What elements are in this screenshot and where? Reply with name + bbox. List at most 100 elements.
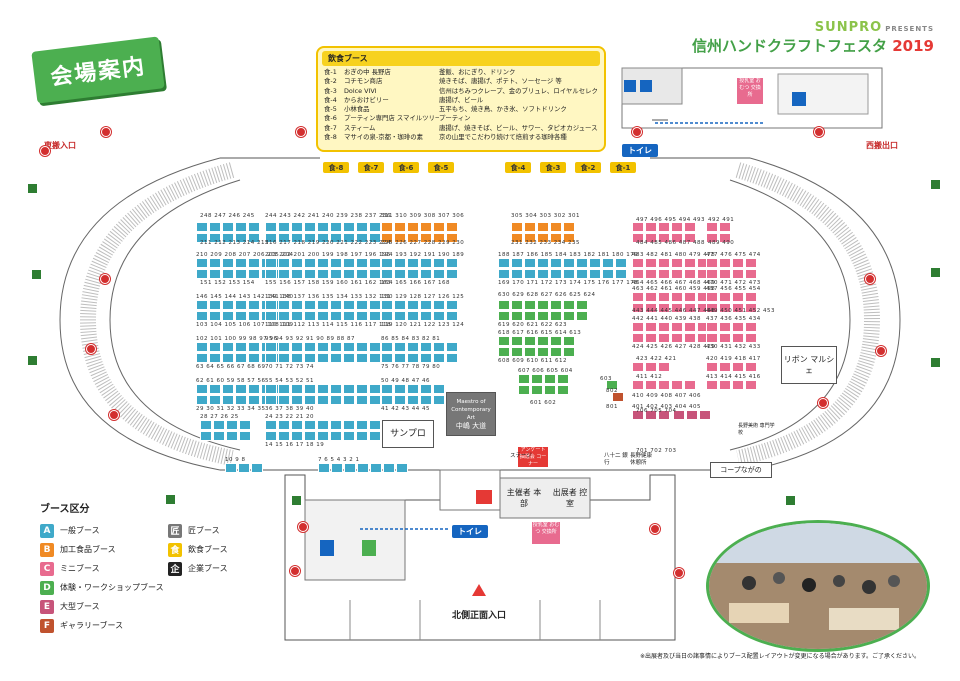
booth-cell <box>537 222 549 232</box>
booth-cell <box>632 269 644 279</box>
booth-number-row: 463 462 461 460 459 458 <box>632 286 716 292</box>
booth-cell <box>239 431 251 441</box>
no-entry-icon <box>290 566 300 576</box>
booth-cell <box>645 380 657 390</box>
booth-cell <box>706 222 718 232</box>
booth-cell <box>658 292 670 302</box>
booth-cell <box>550 300 562 310</box>
booth-cell <box>745 269 757 279</box>
booth-cell <box>304 258 316 268</box>
booth-cell <box>317 258 329 268</box>
booth-cell <box>196 222 208 232</box>
booth-cell <box>356 311 368 321</box>
booth-cell <box>550 269 562 279</box>
booth-cell <box>356 395 368 405</box>
booth-cell <box>356 269 368 279</box>
booth-number-row: 497 496 495 494 493 <box>636 217 705 223</box>
arrow-to-toilet-bottom <box>360 528 448 530</box>
booth-cell <box>248 384 260 394</box>
booth-number-row: 110 111 112 113 114 115 116 117 118 <box>265 322 391 328</box>
booth-cell <box>433 300 445 310</box>
booth-cell <box>518 374 530 384</box>
booth-cell <box>369 353 381 363</box>
booth-cell <box>304 311 316 321</box>
booth-cell <box>265 353 277 363</box>
booth-cell <box>446 269 458 279</box>
booth-cell <box>265 222 277 232</box>
booth-number-row: 477 476 475 474 <box>706 252 761 258</box>
booth-cell <box>330 300 342 310</box>
legend-badge: C <box>40 561 54 576</box>
booth-cell <box>612 392 624 402</box>
food-name: スティーム <box>344 123 376 132</box>
booth-number-row: 619 620 621 622 623 <box>498 322 567 328</box>
booth-cell <box>645 269 657 279</box>
booth-cell <box>396 463 408 473</box>
booth-cell <box>719 222 731 232</box>
booth-number-row: 155 156 157 158 159 160 161 162 163 <box>265 280 391 286</box>
booth-cell <box>706 258 718 268</box>
booth-cell <box>369 233 381 243</box>
booth-cell <box>343 384 355 394</box>
no-entry-icon <box>298 522 308 532</box>
booth-number-row: 430 431 432 433 <box>706 344 761 350</box>
booth-cell <box>407 233 419 243</box>
booth-cell <box>278 258 290 268</box>
booth-cell <box>537 258 549 268</box>
booth-cell <box>278 420 290 430</box>
brand-top: SUNPRO <box>814 20 883 35</box>
booth-cell <box>381 384 393 394</box>
booth-cell <box>394 269 406 279</box>
booth-block <box>498 258 627 279</box>
brand-name: 信州ハンドクラフトフェスタ <box>692 37 888 55</box>
booth-cell <box>330 384 342 394</box>
booth-number-row: 244 243 242 241 240 239 238 237 236 <box>265 213 391 219</box>
booth-cell <box>330 258 342 268</box>
booth-cell <box>209 222 221 232</box>
booth-number-row: 603 <box>600 376 612 382</box>
food-tag: 食-7 <box>358 162 384 173</box>
booth-cell <box>550 222 562 232</box>
exit-icon <box>292 496 301 505</box>
booth-cell <box>632 322 644 332</box>
booth-cell <box>602 269 614 279</box>
booth-block <box>498 336 575 357</box>
no-entry-icon <box>86 344 96 354</box>
legend-badge: E <box>40 599 54 614</box>
booth-cell <box>671 269 683 279</box>
booth-cell <box>278 384 290 394</box>
booth-cell <box>524 222 536 232</box>
booth-cell <box>524 347 536 357</box>
booth-cell <box>632 233 644 243</box>
food-id: 食-8 <box>324 133 337 142</box>
booth-cell <box>394 395 406 405</box>
booth-cell <box>645 222 657 232</box>
legend-item: 食飲食ブース <box>168 540 268 559</box>
booth-cell <box>719 380 731 390</box>
booth-cell <box>563 300 575 310</box>
booth-number-row: 210 209 208 207 206 205 204 <box>196 252 294 258</box>
booth-cell <box>291 395 303 405</box>
booth-cell <box>291 269 303 279</box>
booth-cell <box>706 362 718 372</box>
booth-cell <box>433 342 445 352</box>
booth-cell <box>278 353 290 363</box>
booth-cell <box>732 258 744 268</box>
booth-cell <box>196 395 208 405</box>
booth-cell <box>196 342 208 352</box>
exit-icon <box>28 356 37 365</box>
booth-cell <box>589 258 601 268</box>
booth-cell <box>706 269 718 279</box>
booth-cell <box>632 333 644 343</box>
booth-number-row: 601 602 <box>530 400 557 406</box>
booth-cell <box>446 353 458 363</box>
booth-cell <box>446 311 458 321</box>
booth-cell <box>511 269 523 279</box>
booth-block <box>632 258 709 279</box>
female-icon-bottom <box>362 540 376 556</box>
booth-cell <box>524 233 536 243</box>
booth-cell <box>213 431 225 441</box>
booth-cell <box>226 420 238 430</box>
